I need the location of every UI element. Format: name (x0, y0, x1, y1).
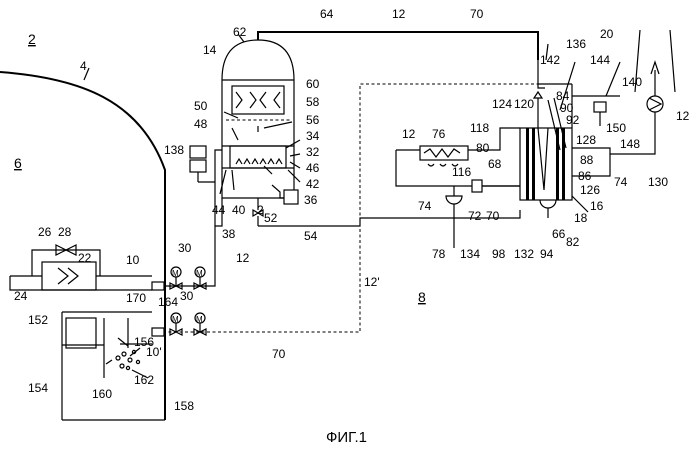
ref-138: 138 (164, 143, 184, 157)
ref-130: 130 (648, 175, 668, 189)
ref-48: 48 (194, 117, 208, 131)
ref-12-right: 12 (676, 109, 690, 123)
ref-82: 82 (566, 235, 580, 249)
ref-66: 66 (552, 227, 566, 241)
ref-126: 126 (580, 183, 600, 197)
ref-164: 164 (158, 295, 178, 309)
ref-14: 14 (203, 43, 217, 57)
valve-m-1: M (172, 269, 179, 278)
nozzle-row (236, 159, 282, 164)
ref-60: 60 (306, 77, 320, 91)
ref-30-top: 30 (178, 241, 192, 255)
ref-12-mid: 12 (236, 251, 250, 265)
ref-12-loop: 12 (402, 127, 416, 141)
ref-64: 64 (320, 7, 334, 21)
ref-12p: 12' (364, 275, 380, 289)
ref-52: 52 (264, 211, 278, 225)
ref-74-right: 74 (614, 175, 628, 189)
pool-tank (62, 312, 165, 420)
ref-4: 4 (80, 59, 87, 73)
containment-dome (0, 72, 165, 420)
ref-136: 136 (566, 37, 586, 51)
ref-94: 94 (540, 247, 554, 261)
ref-16: 16 (590, 199, 604, 213)
comp-78 (446, 186, 462, 248)
pipe-64 (258, 32, 538, 60)
ref-86: 86 (578, 169, 592, 183)
ref-50: 50 (194, 99, 208, 113)
ref-10: 10 (126, 253, 140, 267)
ref-22: 22 (78, 251, 92, 265)
penetration-10 (152, 282, 164, 290)
ref-10p: 10' (146, 345, 162, 359)
ref-128: 128 (576, 133, 596, 147)
ref-162: 162 (134, 373, 154, 387)
ref-80: 80 (476, 141, 490, 155)
ref-150: 150 (606, 121, 626, 135)
ref-18: 18 (574, 211, 588, 225)
ref-58: 58 (306, 95, 320, 109)
ref-6: 6 (14, 155, 22, 171)
ref-32: 32 (306, 145, 320, 159)
ref-44: 44 (212, 203, 226, 217)
ref-40: 40 (232, 203, 246, 217)
ref-140: 140 (622, 75, 642, 89)
ref-56: 56 (306, 113, 320, 127)
valve-m-3: M (172, 315, 179, 324)
figure-caption: ФИГ.1 (326, 429, 367, 446)
ref-142: 142 (540, 53, 560, 67)
ref-120: 120 (514, 97, 534, 111)
ref-62: 62 (233, 25, 247, 39)
vessel-14 (222, 40, 298, 226)
ref-26: 26 (38, 225, 52, 239)
unit-16 (520, 98, 572, 218)
ref-34: 34 (306, 129, 320, 143)
ref-36: 36 (304, 193, 318, 207)
ref-68: 68 (488, 157, 502, 171)
ref-38: 38 (222, 227, 236, 241)
device-142 (534, 92, 542, 128)
ref-158: 158 (174, 399, 194, 413)
ref-30-low: 30 (180, 289, 194, 303)
pump-140 (647, 96, 663, 112)
ref-78: 78 (432, 247, 446, 261)
ref-170: 170 (126, 291, 146, 305)
ref-116: 116 (452, 165, 471, 179)
ref-8: 8 (418, 289, 426, 305)
ref-152: 152 (28, 313, 48, 327)
ref-154: 154 (28, 381, 48, 395)
ref-148: 148 (620, 137, 640, 151)
ref-2: 2 (28, 31, 36, 47)
ref-92: 92 (566, 113, 580, 127)
ref-160: 160 (92, 387, 112, 401)
ref-124: 124 (492, 97, 512, 111)
ref-28: 28 (58, 225, 72, 239)
ref-24: 24 (14, 289, 28, 303)
ref-54: 54 (304, 229, 318, 243)
ref-88: 88 (580, 153, 594, 167)
ref-46: 46 (306, 161, 320, 175)
ref-76: 76 (432, 127, 446, 141)
ref-70-mid: 70 (486, 209, 500, 223)
ref-74-left: 74 (418, 199, 432, 213)
valve-m-4: M (196, 315, 203, 324)
ref-42: 42 (306, 177, 320, 191)
valve-m-2: M (196, 269, 203, 278)
meter-138 (190, 146, 215, 182)
ref-12-top: 12 (392, 7, 406, 21)
ref-70-low: 70 (272, 347, 286, 361)
bubbles (116, 350, 140, 369)
ref-132: 132 (514, 247, 534, 261)
ref-72: 72 (468, 209, 482, 223)
ref-144: 144 (590, 53, 610, 67)
comp-72 (472, 180, 520, 192)
ref-70-top: 70 (470, 7, 484, 21)
pipe-54 (258, 218, 418, 226)
ref-118: 118 (470, 121, 489, 135)
ref-2b: 2 (257, 203, 264, 217)
ref-20: 20 (600, 27, 614, 41)
ref-134: 134 (460, 247, 480, 261)
ref-98: 98 (492, 247, 506, 261)
